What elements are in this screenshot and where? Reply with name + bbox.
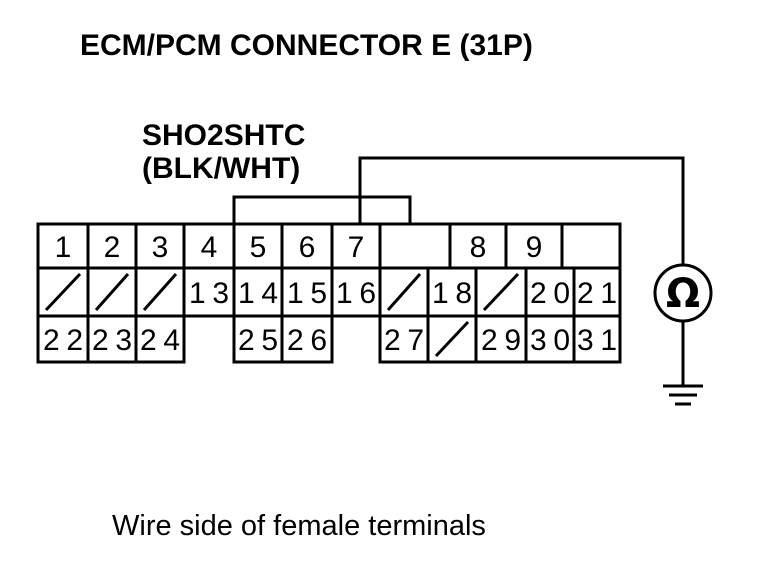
- diagram-caption: Wire side of female terminals: [112, 510, 486, 542]
- empty-cavity-slash: [94, 273, 130, 311]
- pin-26: [280, 314, 334, 364]
- connector-latch-bracket: [232, 195, 412, 228]
- pin-18: [426, 266, 478, 318]
- pin-label-2: 2: [104, 231, 121, 264]
- probe-wire-to-meter: [358, 156, 685, 265]
- signal-name-label: SHO2SHTC: [142, 119, 305, 152]
- empty-cavity-slash: [482, 272, 520, 312]
- pin-13: [182, 266, 236, 318]
- pin-label-3: 3: [152, 231, 169, 264]
- pin-9: [504, 222, 564, 270]
- pin-30: [524, 314, 576, 364]
- pin-label-1: 1: [55, 231, 72, 264]
- pin-25: [232, 314, 284, 364]
- empty-cavity-slash: [44, 272, 82, 312]
- pin-7: [330, 222, 382, 270]
- pin-22: [36, 314, 90, 364]
- pin-5: [232, 222, 284, 270]
- pin-label-6: 6: [299, 231, 316, 264]
- pin-24: [134, 314, 186, 364]
- pin-label-4: 4: [201, 231, 218, 264]
- wire-color-label: (BLK/WHT): [142, 152, 300, 185]
- pin-16: [330, 266, 382, 318]
- empty-cavity-slash: [142, 273, 178, 311]
- empty-cavity-slash: [386, 273, 422, 311]
- empty-cavity-slash: [434, 320, 470, 358]
- pin-label-5: 5: [250, 231, 267, 264]
- pin-23: [86, 314, 138, 364]
- diagram-title: ECM/PCM CONNECTOR E (31P): [80, 29, 533, 62]
- pin-31: [572, 314, 622, 364]
- ground-icon: [663, 384, 703, 406]
- pin-label-9: 9: [526, 231, 543, 264]
- ohm-icon: Ω: [666, 271, 700, 317]
- pin-8: [448, 222, 508, 270]
- pin-label-8: 8: [470, 231, 487, 264]
- pin-label-7: 7: [348, 231, 365, 264]
